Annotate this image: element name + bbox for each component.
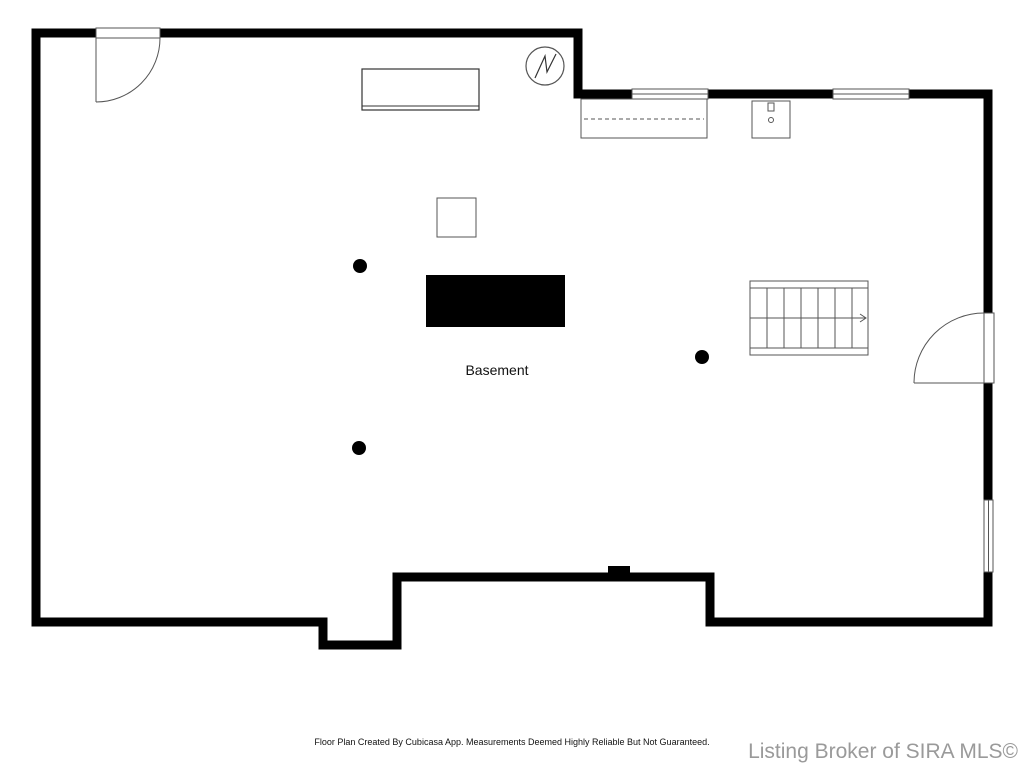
water-heater [525,46,565,86]
top-window-right [832,88,910,100]
side-window [983,499,994,573]
listing-watermark: Listing Broker of SIRA MLS© [748,740,1018,763]
staircase [749,280,869,356]
utility-sink [751,100,791,139]
exterior-door [913,312,995,384]
wall-vent [608,566,630,573]
top-window-left [631,88,709,100]
window-well [580,98,708,139]
shelf-unit [361,68,480,111]
entry-door [95,27,161,103]
furnace [436,197,477,238]
central-block [426,275,565,327]
exterior-walls [31,28,993,650]
support-column [695,350,709,364]
support-column [352,441,366,455]
disclaimer-text: Floor Plan Created By Cubicasa App. Meas… [314,737,710,747]
support-column [353,259,367,273]
room-label-basement: Basement [465,362,528,378]
